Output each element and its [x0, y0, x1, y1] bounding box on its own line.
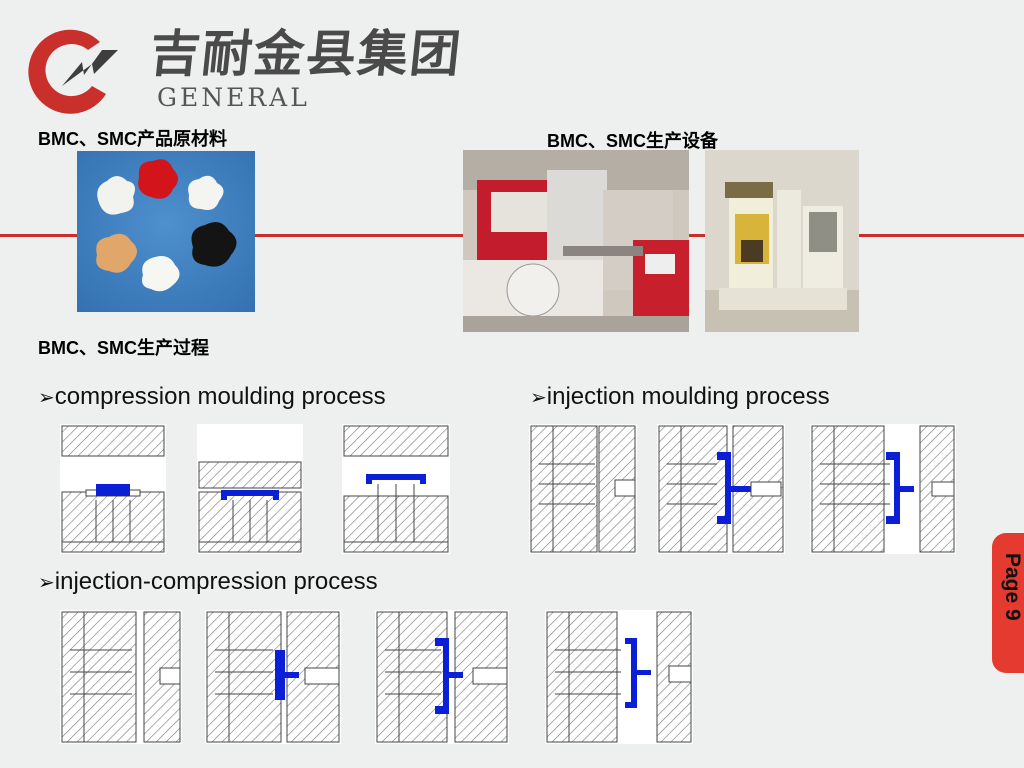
- compression-diagram-2: [197, 424, 303, 554]
- material-ejected: [366, 474, 426, 484]
- arrow-right-icon: ➢: [38, 572, 55, 594]
- material-charge: [96, 484, 130, 496]
- injection-compression-diagram-1: [60, 610, 182, 744]
- raw-materials-photo: [77, 151, 255, 312]
- compression-moulding-bullet: ➢compression moulding process: [38, 383, 386, 412]
- ejected-part: [625, 638, 637, 708]
- arrow-right-icon: ➢: [530, 387, 547, 409]
- injection-diagram-3: [810, 424, 956, 554]
- fiber-white-1: [97, 176, 135, 215]
- company-name-cn: 吉耐金县集团: [146, 24, 466, 83]
- fiber-black: [191, 222, 237, 267]
- page-number-label: Page 9: [1001, 553, 1024, 621]
- page-number: Page 9: [1001, 553, 1024, 653]
- injected-part: [717, 452, 731, 524]
- injection-compression-text: injection-compression process: [54, 568, 378, 595]
- compressed-part: [435, 638, 449, 714]
- injection-diagram-2: [657, 424, 785, 554]
- injection-compression-bullet: ➢injection-compression process: [38, 568, 378, 597]
- injection-compression-diagram-4: [545, 610, 693, 744]
- compression-moulding-text: compression moulding process: [54, 383, 386, 410]
- fiber-white-2: [188, 175, 224, 210]
- compression-diagram-1: [60, 424, 166, 554]
- equipment-label: BMC、SMC生产设备: [547, 131, 718, 151]
- injection-diagram-1: [529, 424, 637, 554]
- fiber-tan: [96, 233, 137, 273]
- company-name-en: GENERAL: [157, 83, 310, 112]
- fiber-white-3: [142, 256, 180, 292]
- injection-compression-diagram-3: [375, 610, 509, 744]
- ejected-part: [886, 452, 900, 524]
- material-formed: [221, 490, 279, 500]
- injected-charge: [275, 650, 285, 700]
- compression-diagram-3: [342, 424, 450, 554]
- page-tab: [992, 533, 1024, 673]
- injection-machine-photo: [463, 150, 689, 332]
- arrow-right-icon: ➢: [38, 387, 55, 409]
- raw-materials-label: BMC、SMC产品原材料: [38, 129, 227, 149]
- injection-moulding-bullet: ➢injection moulding process: [530, 383, 830, 412]
- injection-moulding-text: injection moulding process: [546, 383, 830, 410]
- logo-mark-icon: [28, 29, 118, 114]
- injection-compression-diagram-2: [205, 610, 341, 744]
- company-logo: [28, 29, 118, 114]
- compression-press-photo: [705, 150, 859, 332]
- fiber-red: [138, 159, 178, 199]
- process-label: BMC、SMC生产过程: [38, 338, 209, 358]
